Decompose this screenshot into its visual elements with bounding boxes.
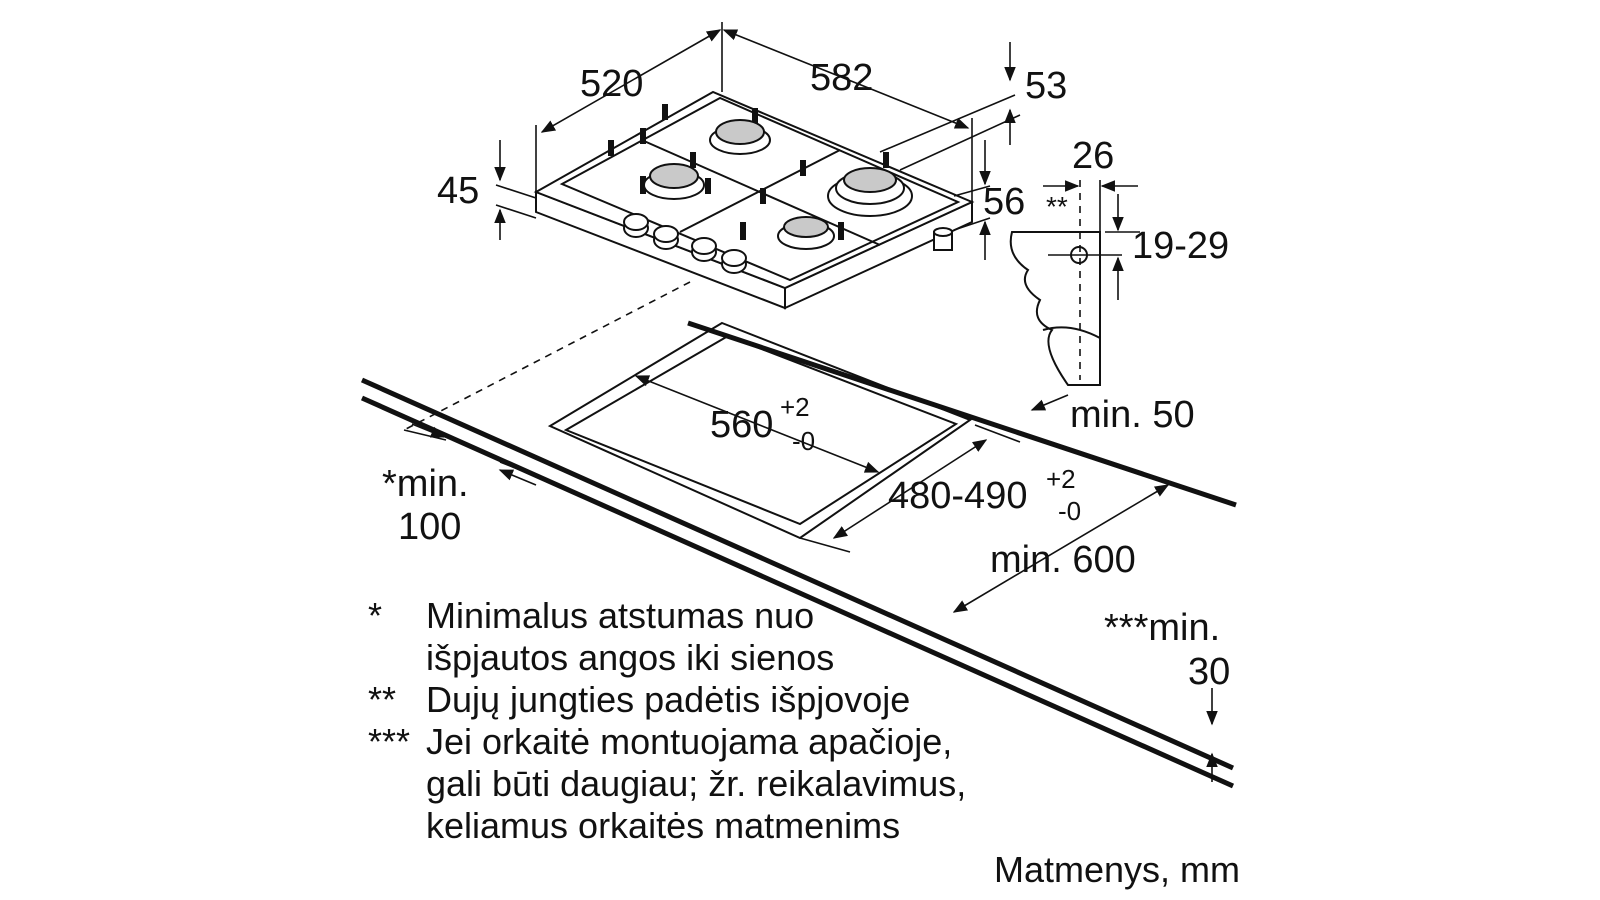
dim-depth: 520 — [580, 63, 643, 105]
note-2-marker: ** — [368, 679, 396, 720]
control-knobs — [623, 213, 747, 274]
worktop — [360, 320, 1237, 789]
note-3-line-2: gali būti daugiau; žr. reikalavimus, — [426, 763, 966, 804]
dim-top-offset: 53 — [1025, 65, 1067, 107]
note-1-marker: * — [368, 595, 382, 636]
burner-rear-left — [709, 119, 771, 155]
dim-cutout-width-tol-minus: -0 — [792, 426, 815, 456]
burner-front-right — [777, 216, 835, 250]
dim-cutout-depth: 480-490 — [888, 475, 1027, 517]
note-3-marker: *** — [368, 721, 410, 762]
dim-cutout-depth-tol-plus: +2 — [1046, 464, 1076, 494]
note-1-line-1: Minimalus atstumas nuo — [426, 595, 814, 636]
dim-min-rear: min. 50 — [1070, 394, 1195, 436]
dim-min-below-line1: ***min. — [1104, 607, 1220, 649]
note-2-line-1: Dujų jungties padėtis išpjovoje — [426, 679, 910, 720]
burner-front-left — [643, 163, 705, 200]
gas-position-marker: ** — [1046, 191, 1068, 222]
cutout — [403, 281, 973, 540]
dimension-labels: 520 582 53 45 56 26 ** 19-29 560 +2 -0 4… — [382, 57, 1230, 693]
dim-min-side-line2: 100 — [398, 506, 461, 548]
dimension-lines — [403, 22, 1218, 782]
note-1-line-2: išpjautos angos iki sienos — [426, 637, 834, 678]
gas-hob — [533, 90, 975, 310]
dim-side-height: 56 — [983, 181, 1025, 223]
note-3-line-3: keliamus orkaitės matmenims — [426, 805, 900, 846]
dim-cutout-width-tol-plus: +2 — [780, 392, 810, 422]
dim-cutout-depth-tol-minus: -0 — [1058, 496, 1081, 526]
footnotes: * Minimalus atstumas nuo išpjautos angos… — [368, 595, 1240, 890]
burner-rear-right — [827, 167, 913, 217]
worktop-back-edge — [687, 320, 1237, 508]
dim-height: 45 — [437, 170, 479, 212]
note-3-line-1: Jei orkaitė montuojama apačioje, — [426, 721, 952, 762]
gas-connector — [933, 227, 953, 251]
dim-min-below-line2: 30 — [1188, 651, 1230, 693]
gas-connection-detail — [1009, 180, 1140, 386]
dim-cutout-width: 560 — [710, 404, 773, 446]
dim-min-side-line1: *min. — [382, 463, 469, 505]
units-label: Matmenys, mm — [994, 849, 1240, 890]
dim-gas-height: 19-29 — [1132, 225, 1229, 267]
dim-gas-offset: 26 — [1072, 135, 1114, 177]
dim-min-front: min. 600 — [990, 539, 1136, 581]
worktop-front-edge-top — [360, 377, 1235, 771]
dim-width: 582 — [810, 57, 873, 99]
worktop-front-edge-bottom — [360, 395, 1235, 789]
